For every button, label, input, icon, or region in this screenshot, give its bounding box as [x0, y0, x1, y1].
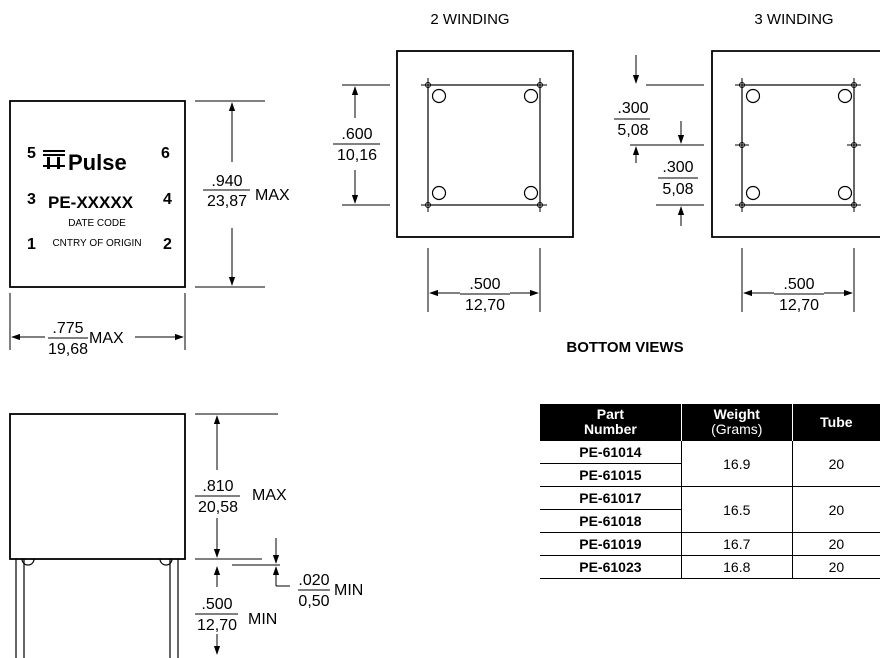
part-number-cell: PE-61018: [540, 509, 682, 533]
header-part-number: Part Number: [540, 404, 682, 441]
weight-cell: 16.7: [681, 532, 793, 556]
body-height-max: MAX: [252, 487, 287, 504]
component-side-view: [9, 413, 186, 658]
two-winding-vertical-pitch: [333, 84, 390, 206]
heading-2-winding: 2 WINDING: [430, 11, 509, 28]
tube-cell: 20: [792, 532, 880, 556]
three-winding-horizontal-pitch: [741, 248, 855, 312]
brand-name: Pulse: [68, 150, 127, 175]
two-winding-bottom-view: [396, 50, 574, 238]
standoff-dimension: [232, 538, 330, 591]
pin-3-label: 3: [27, 191, 36, 208]
part-number-cell: PE-61015: [540, 463, 682, 487]
pin-1-label: 1: [27, 236, 36, 253]
part-number-cell: PE-61019: [540, 532, 682, 556]
tube-cell: 20: [792, 555, 880, 579]
weight-cell: 16.8: [681, 555, 793, 579]
weight-cell: 16.5: [681, 486, 793, 533]
lead-length-mm: 12,70: [197, 617, 237, 634]
width-max: MAX: [89, 330, 124, 347]
body-height-mm: 20,58: [198, 499, 238, 516]
body-height-inches: .810: [202, 478, 233, 495]
spacing-b-mm: 5,08: [662, 181, 693, 198]
part-number-cell: PE-61014: [540, 440, 682, 464]
two-winding-pitch-h-mm: 12,70: [465, 297, 505, 314]
standoff-mm: 0,50: [298, 593, 329, 610]
three-winding-bottom-view: [711, 50, 880, 238]
standoff-inches: .020: [298, 572, 329, 589]
part-number-cell: PE-61023: [540, 555, 682, 579]
height-max: MAX: [255, 187, 290, 204]
lead-length-inches: .500: [201, 596, 232, 613]
pin-4-label: 4: [163, 191, 172, 208]
two-winding-pin-markers: [421, 78, 547, 212]
standoff-min: MIN: [334, 582, 363, 599]
two-winding-pitch-h-inches: .500: [469, 276, 500, 293]
pulse-logo-icon: [43, 150, 65, 169]
date-code-label: DATE CODE: [68, 218, 126, 229]
height-dimension: [195, 100, 265, 288]
header-tube: Tube: [792, 404, 880, 441]
spacing-a-mm: 5,08: [617, 122, 648, 139]
lead-length-dimension: [195, 566, 238, 655]
part-table: Part Number Weight (Grams) Tube PE-61014…: [540, 404, 880, 579]
width-dimension: [9, 293, 186, 350]
pin-6-label: 6: [161, 145, 170, 162]
three-winding-pin-markers: [735, 78, 861, 212]
table-row: PE-61019 16.7 20: [540, 532, 880, 556]
table-row: PE-61023 16.8 20: [540, 555, 880, 579]
two-winding-pitch-v-inches: .600: [341, 126, 372, 143]
table-row: PE-61015: [540, 463, 880, 487]
part-label: PE-XXXXX: [48, 193, 134, 212]
country-label: CNTRY OF ORIGIN: [52, 238, 141, 249]
tube-cell: 20: [792, 440, 880, 487]
three-winding-pitch-h-mm: 12,70: [779, 297, 819, 314]
three-winding-spacing: [614, 55, 704, 226]
width-inches: .775: [52, 320, 83, 337]
heading-3-winding: 3 WINDING: [754, 11, 833, 28]
three-winding-pitch-h-inches: .500: [783, 276, 814, 293]
lead-length-min: MIN: [248, 611, 277, 628]
component-top-view: [9, 100, 186, 288]
spacing-a-inches: .300: [617, 100, 648, 117]
header-weight: Weight (Grams): [681, 404, 793, 441]
table-row: PE-61018: [540, 509, 880, 533]
spacing-b-inches: .300: [662, 159, 693, 176]
tube-cell: 20: [792, 486, 880, 533]
height-inches: .940: [211, 173, 242, 190]
table-row: PE-61014 16.9 20: [540, 440, 880, 487]
table-row: PE-61017 16.5 20: [540, 486, 880, 533]
table-header-row: Part Number Weight (Grams) Tube: [540, 404, 880, 441]
width-mm: 19,68: [48, 341, 88, 358]
pin-5-label: 5: [27, 145, 36, 162]
pin-2-label: 2: [163, 236, 172, 253]
height-mm: 23,87: [207, 193, 247, 210]
part-number-cell: PE-61017: [540, 486, 682, 510]
heading-bottom-views: BOTTOM VIEWS: [566, 339, 683, 356]
body-height-dimension: [195, 413, 278, 560]
two-winding-pitch-v-mm: 10,16: [337, 147, 377, 164]
two-winding-horizontal-pitch: [427, 248, 541, 312]
weight-cell: 16.9: [681, 440, 793, 487]
